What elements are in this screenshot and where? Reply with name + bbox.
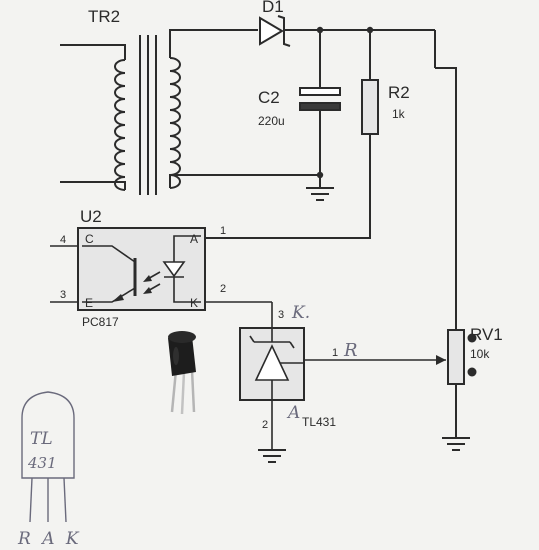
potentiometer-rv1: RV1 10k (434, 30, 503, 451)
u2-pin-2-number: 2 (220, 283, 226, 295)
sketch-pin-labels: R A K (17, 529, 82, 549)
d1-label: D1 (262, 0, 284, 16)
tl431-pin-3-number: 3 (278, 309, 284, 321)
sketch-text-tl: TL (30, 429, 53, 449)
u2-pin-e-label: E (85, 296, 93, 310)
u2-pin-k-label: K (190, 296, 198, 310)
rv1-value: 10k (470, 347, 490, 361)
r2-label: R2 (388, 83, 410, 102)
u2-pin-a-label: A (190, 232, 198, 246)
u2-label: U2 (80, 207, 102, 226)
tl431-part-number: TL431 (302, 415, 336, 429)
sketch-text-431: 431 (27, 454, 57, 472)
c2-label: C2 (258, 88, 280, 107)
handwritten-tl431-sketch: TL 431 R A K (17, 391, 82, 549)
tr2-label: TR2 (88, 7, 120, 26)
pot-down-marker-icon (467, 367, 477, 377)
u2-pin-1-number: 1 (220, 225, 226, 237)
to92-component-icon (168, 331, 196, 415)
u2-part-number: PC817 (82, 315, 119, 329)
handwritten-a-mark: A (286, 403, 300, 423)
transformer-tr2: TR2 (60, 7, 322, 195)
c2-value: 220u (258, 114, 285, 128)
optocoupler-u2: C E A K 4 3 1 2 U2 PC817 (50, 207, 272, 329)
r2-value: 1k (392, 107, 406, 121)
u2-pin-c-label: C (85, 232, 94, 246)
resistor-r2: R2 1k (205, 30, 410, 239)
handwritten-k-mark: K. (291, 303, 310, 323)
u2-pin-4-number: 4 (60, 234, 66, 246)
handwritten-r-mark: R (343, 340, 358, 361)
capacitor-c2: C2 220u (258, 30, 341, 201)
tl431-regulator: 3 1 2 TL431 (239, 302, 446, 463)
tl431-pin-2-number: 2 (262, 419, 268, 431)
pot-up-marker-icon (467, 333, 477, 343)
tl431-pin-1-number: 1 (332, 347, 338, 359)
diode-d1: D1 (259, 0, 435, 47)
rv1-label: RV1 (470, 325, 503, 344)
u2-pin-3-number: 3 (60, 289, 66, 301)
